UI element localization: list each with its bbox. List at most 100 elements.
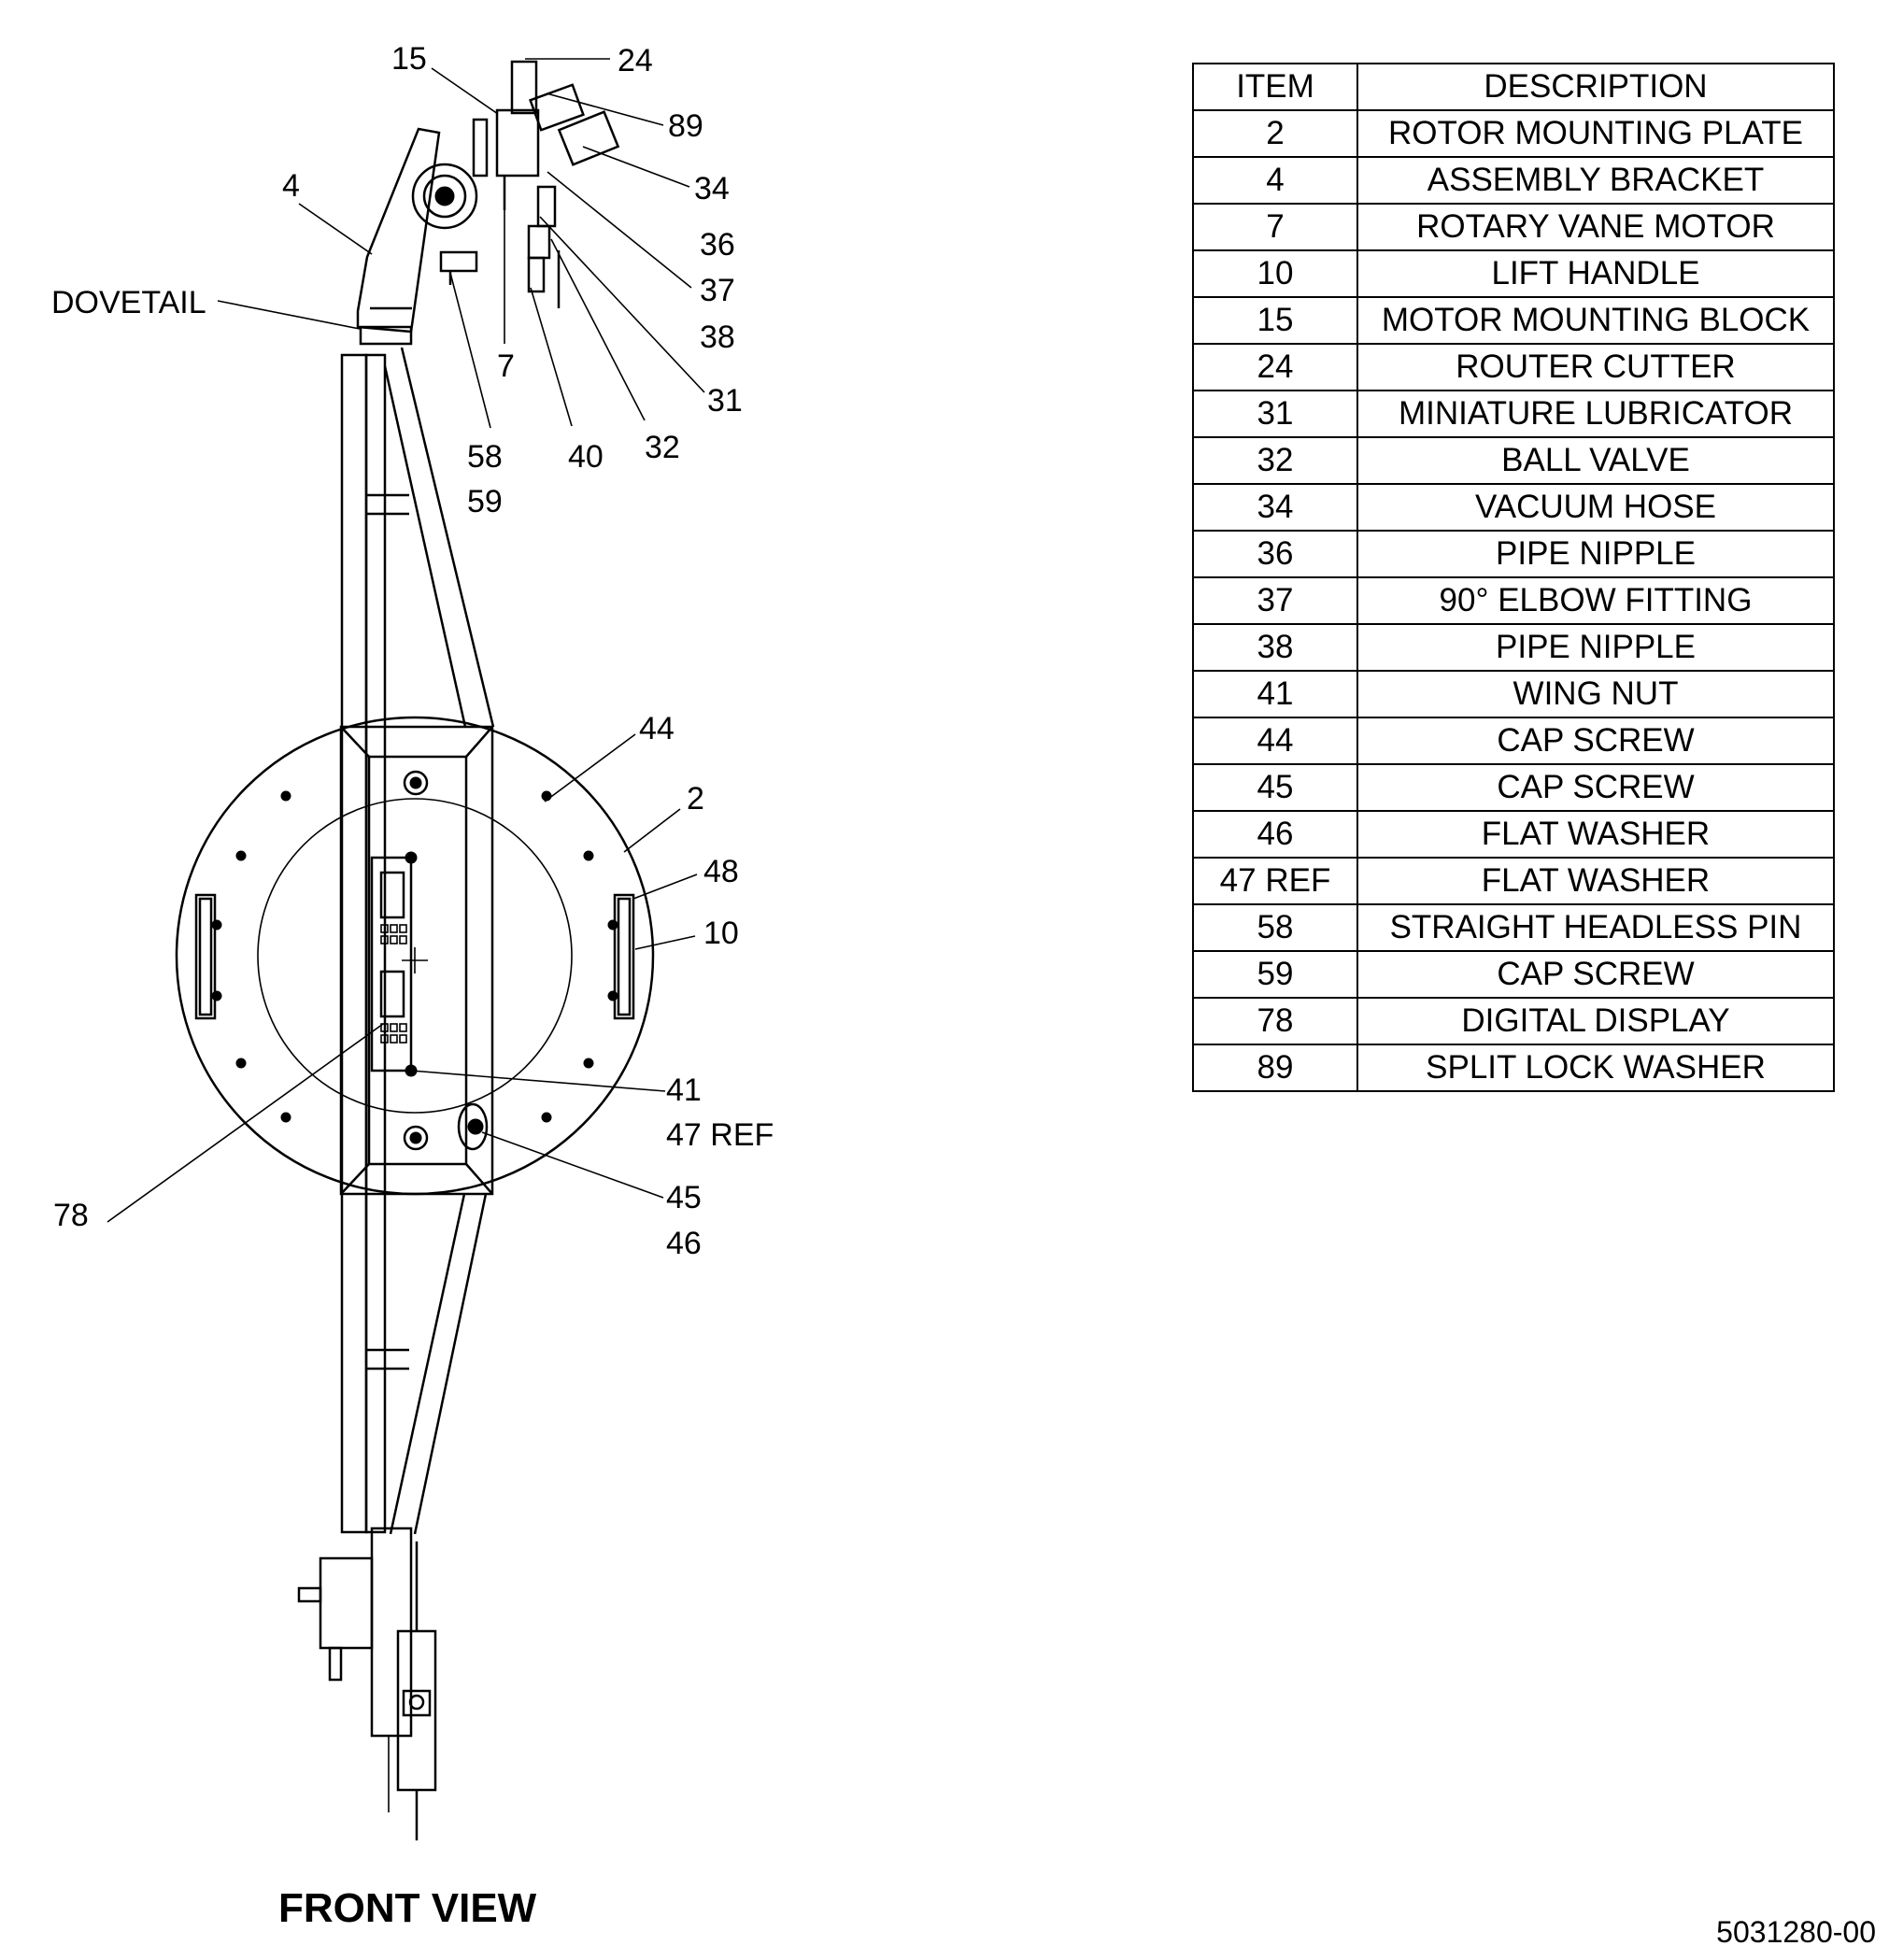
view-title: FRONT VIEW (278, 1885, 537, 1931)
item-number-cell: 31 (1192, 390, 1358, 438)
callout-59: 59 (467, 484, 503, 519)
center-housing (339, 725, 494, 1196)
description-cell: PIPE NIPPLE (1356, 623, 1835, 672)
vertical-bar (340, 347, 495, 1535)
callout-58: 58 (467, 439, 503, 475)
item-number-cell: 36 (1192, 530, 1358, 578)
upper-assembly (356, 60, 620, 346)
description-cell: 90° ELBOW FITTING (1356, 576, 1835, 625)
item-number-cell: 2 (1192, 109, 1358, 158)
callout-32: 32 (645, 430, 680, 465)
item-number-cell: 34 (1192, 483, 1358, 532)
callout-40: 40 (568, 439, 604, 475)
callout-labels: 15 24 89 34 36 37 38 4 DOVETAIL 7 31 58 … (51, 41, 774, 1261)
callout-38: 38 (700, 320, 735, 355)
description-cell: BALL VALVE (1356, 436, 1835, 485)
description-cell: ROTOR MOUNTING PLATE (1356, 109, 1835, 158)
description-cell: MOTOR MOUNTING BLOCK (1356, 296, 1835, 345)
callout-47-ref: 47 REF (666, 1117, 774, 1153)
callout-36: 36 (700, 227, 735, 263)
callout-4: 4 (282, 168, 300, 204)
table-header-row: ITEM DESCRIPTION (1192, 63, 1835, 111)
description-cell: ASSEMBLY BRACKET (1356, 156, 1835, 205)
item-number-cell: 7 (1192, 203, 1358, 251)
callout-2: 2 (687, 781, 704, 817)
description-cell: CAP SCREW (1356, 763, 1835, 812)
item-number-cell: 45 (1192, 763, 1358, 812)
callout-31: 31 (707, 383, 743, 419)
leader-lines (107, 58, 705, 1223)
item-number-cell: 58 (1192, 903, 1358, 952)
description-cell: VACUUM HOSE (1356, 483, 1835, 532)
item-number-cell: 41 (1192, 670, 1358, 718)
item-number-cell: 24 (1192, 343, 1358, 391)
item-number-cell: 4 (1192, 156, 1358, 205)
description-cell: ROUTER CUTTER (1356, 343, 1835, 391)
description-cell: SPLIT LOCK WASHER (1356, 1044, 1835, 1092)
callout-89: 89 (668, 108, 703, 144)
description-cell: LIFT HANDLE (1356, 249, 1835, 298)
callout-10: 10 (703, 916, 739, 951)
callout-78: 78 (53, 1198, 89, 1233)
description-cell: CAP SCREW (1356, 717, 1835, 765)
item-number-cell: 10 (1192, 249, 1358, 298)
item-number-cell: 32 (1192, 436, 1358, 485)
callout-46: 46 (666, 1226, 702, 1261)
callout-41: 41 (666, 1072, 702, 1108)
item-number-cell: 46 (1192, 810, 1358, 859)
description-cell: CAP SCREW (1356, 950, 1835, 999)
description-cell: PIPE NIPPLE (1356, 530, 1835, 578)
item-number-cell: 59 (1192, 950, 1358, 999)
description-cell: FLAT WASHER (1356, 857, 1835, 905)
item-number-cell: 37 (1192, 576, 1358, 625)
header-item: ITEM (1192, 63, 1358, 111)
description-cell: FLAT WASHER (1356, 810, 1835, 859)
lower-assembly (297, 1527, 437, 1840)
callout-34: 34 (694, 171, 730, 206)
callout-15: 15 (391, 41, 427, 77)
item-number-cell: 47 REF (1192, 857, 1358, 905)
item-number-cell: 78 (1192, 997, 1358, 1045)
callout-7: 7 (497, 348, 515, 384)
description-cell: STRAIGHT HEADLESS PIN (1356, 903, 1835, 952)
item-number-cell: 44 (1192, 717, 1358, 765)
description-cell: DIGITAL DISPLAY (1356, 997, 1835, 1045)
callout-37: 37 (700, 273, 735, 308)
item-number-cell: 38 (1192, 623, 1358, 672)
description-cell: ROTARY VANE MOTOR (1356, 203, 1835, 251)
assembly-drawing: 15 24 89 34 36 37 38 4 DOVETAIL 7 31 58 … (51, 41, 774, 1840)
callout-24: 24 (618, 43, 653, 78)
description-cell: MINIATURE LUBRICATOR (1356, 390, 1835, 438)
description-cell: WING NUT (1356, 670, 1835, 718)
callout-45: 45 (666, 1180, 702, 1215)
callout-dovetail: DOVETAIL (51, 285, 206, 320)
item-number-cell: 15 (1192, 296, 1358, 345)
document-number: 5031280-00 (1716, 1915, 1876, 1949)
callout-48: 48 (703, 854, 739, 889)
callout-44: 44 (639, 711, 675, 746)
header-description: DESCRIPTION (1356, 63, 1835, 111)
item-number-cell: 89 (1192, 1044, 1358, 1092)
